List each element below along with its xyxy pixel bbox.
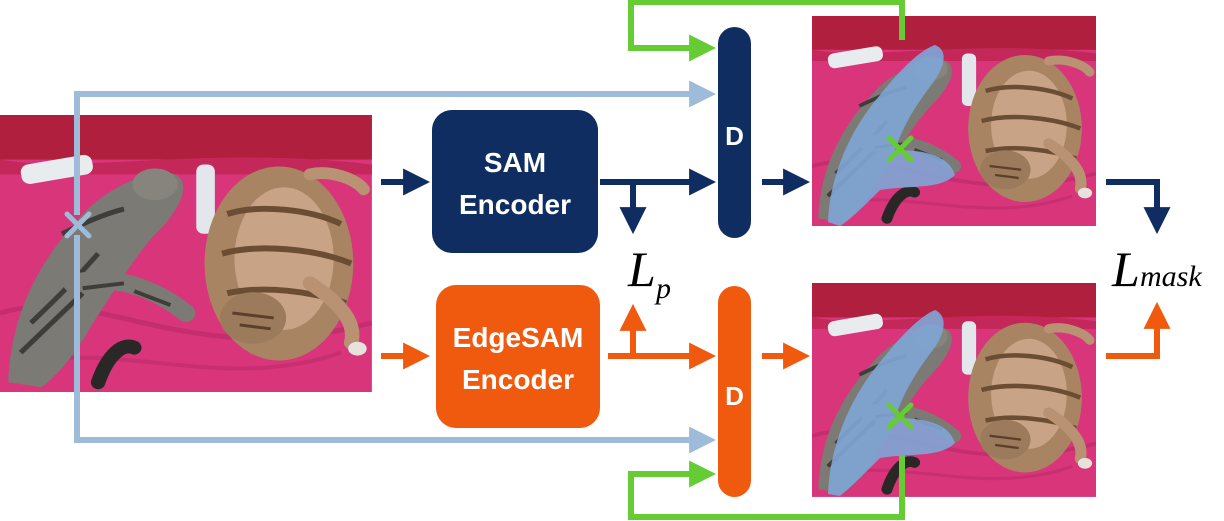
edgesam-arrows [381, 301, 1171, 370]
input-image [0, 115, 372, 392]
predicted-mask-sam [828, 45, 955, 226]
point-feedback-lines [628, 0, 905, 520]
output-image-sam [812, 16, 1096, 226]
loss-p-subscript: p [654, 272, 671, 305]
loss-mask-base: L [1111, 241, 1140, 297]
prompt-lines [74, 80, 717, 454]
predicted-mask-edgesam [828, 310, 955, 496]
sam-decoder-label: D [725, 121, 744, 151]
edgesam-decoder: D [718, 286, 751, 497]
sam-arrows [381, 168, 1171, 235]
edgesam-encoder-box: EdgeSAM Encoder [436, 285, 600, 428]
output-image-edgesam [812, 283, 1096, 497]
loss-mask: L mask [1111, 241, 1202, 297]
cross-icon [886, 402, 914, 430]
sam-encoder-box: SAM Encoder [432, 110, 598, 253]
edgesam-encoder-label-line2: Encoder [462, 364, 574, 395]
cross-icon [64, 211, 92, 239]
loss-mask-subscript: mask [1140, 260, 1202, 293]
edgesam-decoder-label: D [725, 381, 744, 411]
loss-prompt: L p [627, 241, 671, 305]
sam-encoder-label-line2: Encoder [459, 189, 571, 220]
sam-decoder: D [718, 27, 751, 238]
edgesam-encoder-label-line1: EdgeSAM [453, 322, 584, 353]
loss-p-base: L [627, 241, 656, 297]
sam-encoder-label-line1: SAM [484, 147, 546, 178]
cross-icon [886, 135, 914, 163]
